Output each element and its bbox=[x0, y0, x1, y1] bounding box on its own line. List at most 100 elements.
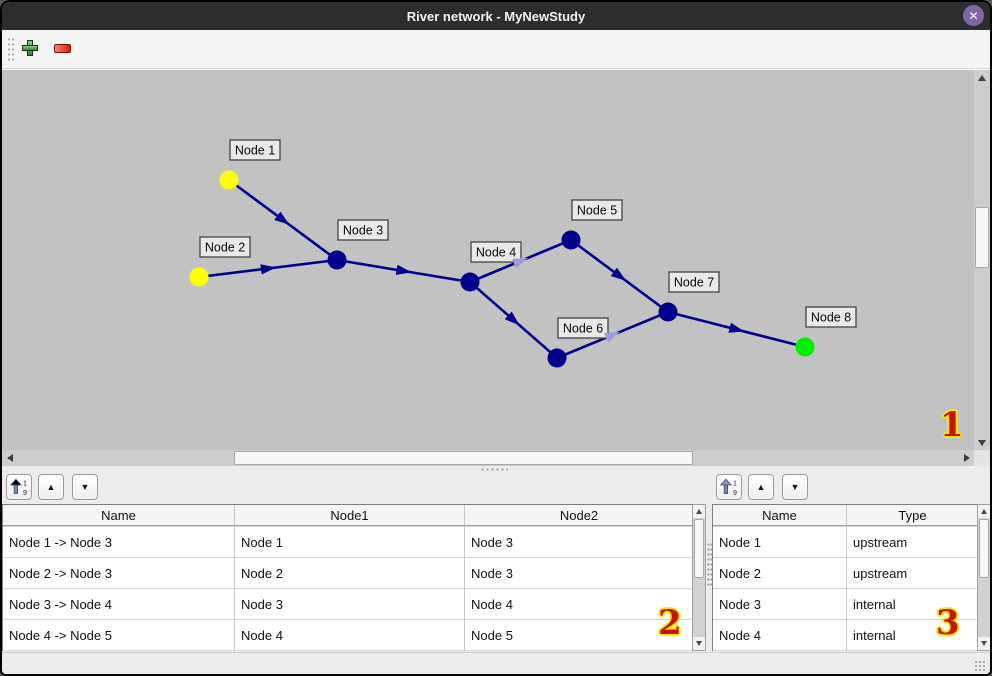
cell-node2[interactable]: Node 4 bbox=[464, 589, 693, 619]
cell-name[interactable]: Node 3 -> Node 4 bbox=[9, 596, 112, 612]
scroll-down-button[interactable] bbox=[974, 435, 990, 450]
node-label-box-node8[interactable] bbox=[805, 306, 857, 328]
add-node-button[interactable] bbox=[18, 36, 42, 60]
connections-table-header: Name Node1 Node2 bbox=[3, 505, 693, 526]
scroll-left-button[interactable] bbox=[2, 450, 17, 466]
title-bar[interactable]: River network - MyNewStudy ✕ bbox=[2, 2, 990, 30]
status-bar bbox=[2, 652, 990, 674]
river-network-graph[interactable]: Node 1 Node 2 Node 3 Node 4 Node 5 Node 6 Node… bbox=[2, 70, 974, 450]
node-label-node7[interactable]: Node 7 bbox=[674, 276, 714, 290]
node-label-box-node6[interactable] bbox=[557, 317, 609, 339]
node-node8[interactable] bbox=[795, 337, 815, 357]
toolbar-grip-handle[interactable] bbox=[7, 37, 14, 61]
column-header-node1[interactable]: Node1 bbox=[234, 505, 464, 525]
horizontal-scroll-thumb[interactable] bbox=[234, 451, 693, 465]
scroll-up-button[interactable] bbox=[978, 505, 990, 518]
vertical-scroll-thumb[interactable] bbox=[975, 207, 989, 268]
node-label-box-node7[interactable] bbox=[668, 271, 720, 293]
node-label-node8[interactable]: Node 8 bbox=[811, 311, 851, 325]
scroll-down-button[interactable] bbox=[978, 637, 990, 650]
vertical-splitter[interactable] bbox=[707, 542, 713, 586]
cell-node2[interactable]: Node 5 bbox=[464, 620, 693, 650]
node-node2[interactable] bbox=[189, 267, 209, 287]
horizontal-splitter[interactable] bbox=[2, 466, 990, 472]
cell-type[interactable]: internal bbox=[846, 620, 978, 650]
canvas-vertical-scrollbar[interactable] bbox=[974, 70, 990, 450]
node-node7[interactable] bbox=[658, 302, 678, 322]
sort-ascending-icon: 1 9 bbox=[10, 478, 27, 496]
column-header-node2[interactable]: Node2 bbox=[464, 505, 693, 525]
nodes-sort-button[interactable]: 1 9 bbox=[716, 474, 742, 500]
table-row[interactable]: Node 4 internal bbox=[713, 619, 978, 650]
cell-node1[interactable]: Node 4 bbox=[234, 620, 464, 650]
table-row[interactable]: Node 2 -> Node 3 Node 2 Node 3 bbox=[3, 557, 693, 588]
node-label-node4[interactable]: Node 4 bbox=[476, 246, 516, 260]
node-label-box-node5[interactable] bbox=[571, 199, 623, 221]
table-scroll-thumb[interactable] bbox=[979, 519, 989, 578]
connections-sort-button[interactable]: 1 9 bbox=[6, 474, 32, 500]
close-button[interactable]: ✕ bbox=[963, 5, 984, 26]
table-row[interactable]: Node 1 upstream bbox=[713, 526, 978, 557]
cell-type[interactable]: upstream bbox=[846, 527, 978, 557]
node-node1[interactable] bbox=[219, 170, 239, 190]
connections-move-up-button[interactable]: ▲ bbox=[38, 474, 64, 500]
scroll-down-icon bbox=[981, 641, 987, 646]
scrollbar-corner bbox=[974, 450, 990, 466]
cell-name[interactable]: Node 4 bbox=[719, 627, 761, 643]
node-node3[interactable] bbox=[327, 250, 347, 270]
nodes-move-down-button[interactable]: ▼ bbox=[782, 474, 808, 500]
flow-arrow-icon bbox=[512, 257, 528, 269]
network-canvas[interactable]: Node 1 Node 2 Node 3 Node 4 Node 5 Node 6 Node… bbox=[2, 70, 974, 450]
remove-node-button[interactable] bbox=[50, 36, 74, 60]
node-label-box-node4[interactable] bbox=[470, 241, 522, 263]
cell-node2[interactable]: Node 3 bbox=[464, 527, 693, 557]
cell-node1[interactable]: Node 1 bbox=[234, 527, 464, 557]
node-node5[interactable] bbox=[561, 230, 581, 250]
connections-table-scrollbar[interactable] bbox=[692, 504, 706, 651]
nodes-move-up-button[interactable]: ▲ bbox=[748, 474, 774, 500]
cell-node1[interactable]: Node 3 bbox=[234, 589, 464, 619]
cell-name[interactable]: Node 1 -> Node 3 bbox=[9, 534, 112, 550]
scroll-up-button[interactable] bbox=[974, 70, 990, 85]
node-label-node2[interactable]: Node 2 bbox=[205, 241, 245, 255]
node-label-node5[interactable]: Node 5 bbox=[577, 204, 617, 218]
node-label-node1[interactable]: Node 1 bbox=[235, 144, 275, 158]
column-header-name[interactable]: Name bbox=[762, 507, 797, 523]
cell-node1[interactable]: Node 2 bbox=[234, 558, 464, 588]
table-row[interactable]: Node 3 internal bbox=[713, 588, 978, 619]
cell-type[interactable]: internal bbox=[846, 589, 978, 619]
cell-name[interactable]: Node 1 bbox=[719, 534, 761, 550]
node-label-node6[interactable]: Node 6 bbox=[563, 322, 603, 336]
node-label-box-node2[interactable] bbox=[199, 236, 251, 258]
node-label-box-node3[interactable] bbox=[337, 219, 389, 241]
table-row[interactable]: Node 1 -> Node 3 Node 1 Node 3 bbox=[3, 526, 693, 557]
cell-name[interactable]: Node 4 -> Node 5 bbox=[9, 627, 112, 643]
cell-name[interactable]: Node 2 bbox=[719, 565, 761, 581]
table-scroll-thumb[interactable] bbox=[694, 519, 704, 578]
flow-arrow-icon bbox=[274, 211, 290, 225]
scroll-down-button[interactable] bbox=[693, 637, 705, 650]
cell-name[interactable]: Node 2 -> Node 3 bbox=[9, 565, 112, 581]
cell-name[interactable]: Node 3 bbox=[719, 596, 761, 612]
node-label-node3[interactable]: Node 3 bbox=[343, 224, 383, 238]
nodes-table-scrollbar[interactable] bbox=[977, 504, 990, 651]
table-row[interactable]: Node 2 upstream bbox=[713, 557, 978, 588]
callout-2: 2 bbox=[658, 603, 682, 643]
scroll-up-icon bbox=[978, 74, 986, 81]
scroll-right-button[interactable] bbox=[959, 450, 974, 466]
column-header-type[interactable]: Type bbox=[846, 505, 978, 525]
resize-grip-icon[interactable] bbox=[974, 660, 986, 672]
table-row[interactable]: Node 4 -> Node 5 Node 4 Node 5 bbox=[3, 619, 693, 650]
scroll-up-button[interactable] bbox=[693, 505, 705, 518]
table-row[interactable]: Node 3 -> Node 4 Node 3 Node 4 bbox=[3, 588, 693, 619]
column-header-name[interactable]: Name bbox=[101, 507, 136, 523]
cell-type[interactable]: upstream bbox=[846, 558, 978, 588]
node-node4[interactable] bbox=[460, 272, 480, 292]
node-node6[interactable] bbox=[547, 348, 567, 368]
node-label-box-node1[interactable] bbox=[229, 139, 281, 161]
canvas-horizontal-scrollbar[interactable] bbox=[2, 450, 974, 466]
connections-move-down-button[interactable]: ▼ bbox=[72, 474, 98, 500]
sort-ascending-icon: 1 9 bbox=[720, 478, 737, 496]
cell-node2[interactable]: Node 3 bbox=[464, 558, 693, 588]
callout-3: 3 bbox=[936, 603, 960, 643]
